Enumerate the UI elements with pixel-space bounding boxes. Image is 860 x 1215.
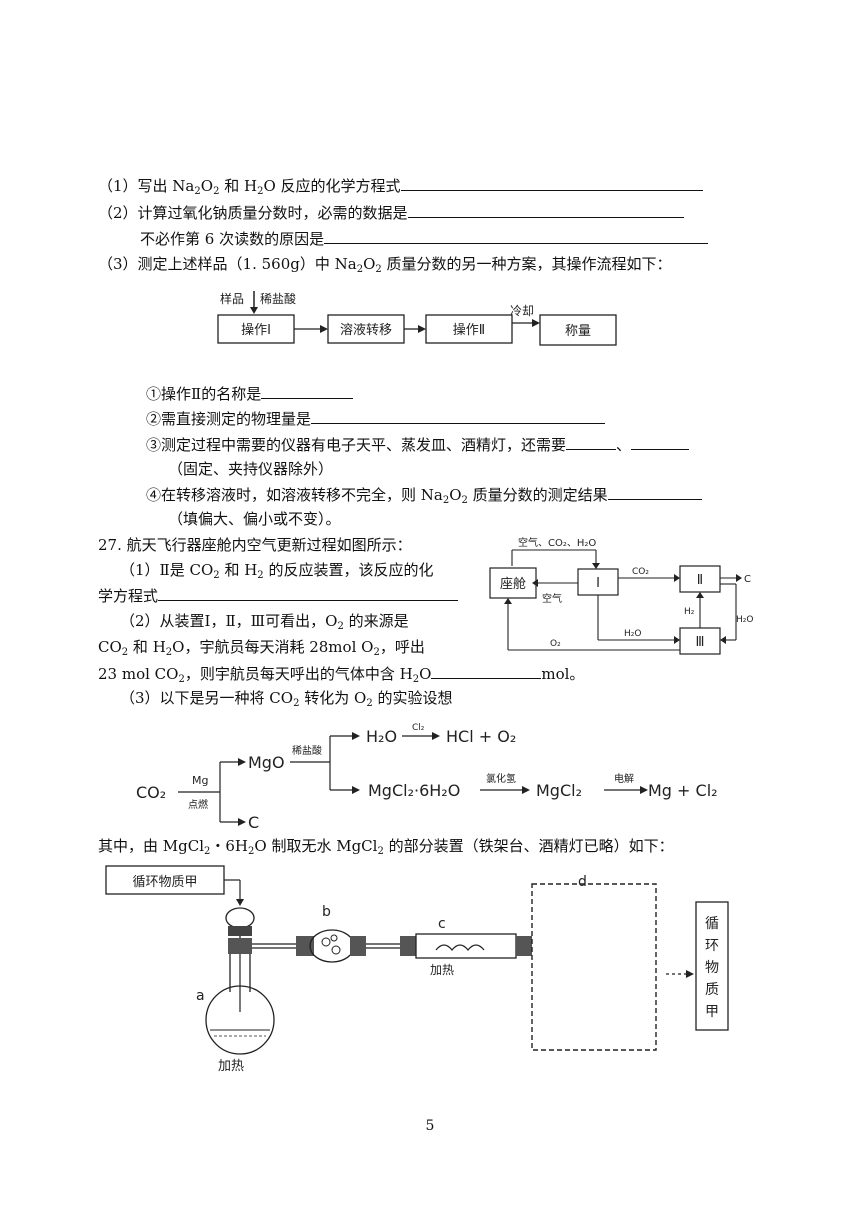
cycle-box-vertical bbox=[695, 901, 729, 1031]
answer-blank[interactable] bbox=[400, 175, 703, 191]
svg-text:Ⅲ: Ⅲ bbox=[696, 635, 705, 650]
flow-op1: 操作Ⅰ bbox=[241, 322, 271, 338]
answer-blank[interactable] bbox=[407, 202, 684, 218]
flow-op2: 操作Ⅱ bbox=[453, 322, 485, 338]
answer-blank[interactable] bbox=[311, 408, 606, 424]
svg-text:Cl₂: Cl₂ bbox=[412, 723, 425, 733]
page-number: 5 bbox=[425, 1118, 435, 1134]
svg-text:H₂: H₂ bbox=[684, 607, 695, 617]
flow-cool: 冷却 bbox=[510, 304, 534, 318]
flow-weigh: 称量 bbox=[565, 324, 591, 339]
answer-blank[interactable] bbox=[607, 484, 702, 500]
flow-sample: 样品 bbox=[220, 291, 244, 306]
s1-line: ①操作Ⅱ的名称是 bbox=[146, 383, 354, 404]
unit-d-box bbox=[531, 883, 657, 1051]
s4-line: ④在转移溶液时，如溶液转移不完全，则 Na2O2 质量分数的测定结果 bbox=[146, 484, 702, 506]
drying-tube-b bbox=[309, 929, 355, 963]
svg-text:甲: 甲 bbox=[705, 1004, 719, 1020]
svg-text:Mg + Cl₂: Mg + Cl₂ bbox=[648, 781, 718, 800]
svg-text:循环物质甲: 循环物质甲 bbox=[132, 875, 197, 890]
q27-p2-b: CO2 和 H2O，宇航员每天消耗 28mol O2，呼出 bbox=[98, 638, 425, 658]
funnel bbox=[225, 907, 255, 929]
svg-text:H₂O: H₂O bbox=[366, 727, 397, 746]
cabin-top-input: 空气、CO₂、H₂O bbox=[518, 536, 596, 549]
answer-blank[interactable] bbox=[324, 228, 709, 244]
svg-text:C: C bbox=[248, 813, 259, 832]
q27-p2: （2）从装置Ⅰ，Ⅱ，Ⅲ可看出，O2 的来源是 bbox=[120, 612, 409, 632]
svg-text:加热: 加热 bbox=[430, 963, 454, 977]
svg-text:空气: 空气 bbox=[542, 592, 562, 605]
svg-text:Ⅰ: Ⅰ bbox=[596, 576, 600, 591]
svg-text:b: b bbox=[322, 904, 331, 920]
svg-text:d: d bbox=[578, 874, 587, 890]
svg-text:氯化氢: 氯化氢 bbox=[486, 772, 516, 785]
flow-acid: 稀盐酸 bbox=[260, 291, 296, 306]
svg-text:H₂O: H₂O bbox=[624, 629, 641, 639]
flask-stopper bbox=[228, 938, 252, 954]
flow-box-weigh bbox=[539, 314, 617, 346]
q2-line: （2）计算过氧化钠质量分数时，必需的数据是 bbox=[98, 202, 684, 223]
svg-text:质: 质 bbox=[705, 982, 719, 998]
cabin-label: 座舱 bbox=[500, 577, 526, 592]
s4-note: （填偏大、偏小或不变）。 bbox=[168, 510, 341, 528]
svg-text:Mg: Mg bbox=[192, 774, 208, 787]
heating-tube-c bbox=[415, 933, 517, 959]
q3-line: （3）测定上述样品（1. 560g）中 Na2O2 质量分数的另一种方案，其操作… bbox=[98, 255, 672, 275]
svg-text:c: c bbox=[438, 916, 446, 932]
q27-p1-eq: 学方程式 bbox=[98, 585, 459, 606]
answer-blank[interactable] bbox=[261, 383, 354, 399]
svg-text:H₂O: H₂O bbox=[736, 615, 753, 625]
svg-text:Ⅱ: Ⅱ bbox=[697, 573, 703, 588]
answer-blank[interactable] bbox=[431, 663, 542, 679]
svg-text:加热: 加热 bbox=[218, 1059, 244, 1074]
svg-text:MgCl₂·6H₂O: MgCl₂·6H₂O bbox=[368, 781, 460, 800]
q27-title: 27. 航天飞行器座舱内空气更新过程如图所示： bbox=[98, 536, 412, 554]
svg-text:物: 物 bbox=[705, 960, 719, 976]
cabin-air-diagram: 空气、CO₂、H₂O 座舱 Ⅰ 空气 CO₂ Ⅱ C Ⅲ H₂ H₂O H₂O … bbox=[489, 536, 753, 655]
operation-flow-diagram: 样品 稀盐酸 操作Ⅰ 溶液转移 操作Ⅱ 冷却 称量 bbox=[217, 291, 617, 346]
flow-box-op2 bbox=[425, 314, 513, 344]
q1-line: （1）写出 Na2O2 和 H2O 反应的化学方程式 bbox=[98, 175, 703, 197]
svg-text:点燃: 点燃 bbox=[188, 798, 208, 811]
svg-text:电解: 电解 bbox=[614, 772, 634, 785]
s3-line: ③测定过程中需要的仪器有电子天平、蒸发皿、酒精灯，还需要、 bbox=[146, 434, 690, 455]
q2-reason-line: 不必作第 6 次读数的原因是 bbox=[140, 228, 709, 249]
svg-text:MgCl₂: MgCl₂ bbox=[536, 781, 582, 800]
svg-text:HCl + O₂: HCl + O₂ bbox=[446, 727, 516, 746]
answer-blank[interactable] bbox=[566, 434, 617, 450]
svg-text:C: C bbox=[744, 574, 751, 585]
svg-text:O₂: O₂ bbox=[550, 639, 561, 649]
s3-note: （固定、夹持仪器除外） bbox=[168, 460, 334, 478]
svg-text:循: 循 bbox=[705, 916, 719, 932]
svg-text:a: a bbox=[196, 988, 205, 1004]
svg-text:CO₂: CO₂ bbox=[136, 783, 166, 802]
apparatus-diagram: 循环物质甲 a 加热 b c 加热 d 循 环 物 质 甲 bbox=[105, 865, 729, 1074]
stopcock bbox=[228, 926, 252, 936]
q27-p4: 其中，由 MgCl2・6H2O 制取无水 MgCl2 的部分装置（铁架台、酒精灯… bbox=[98, 837, 674, 857]
svg-text:稀盐酸: 稀盐酸 bbox=[292, 744, 322, 757]
answer-blank[interactable] bbox=[158, 585, 459, 601]
svg-text:MgO: MgO bbox=[248, 753, 285, 772]
co2-conversion-scheme: CO₂ Mg 点燃 MgO C 稀盐酸 H₂O Cl₂ HCl + O₂ MgC… bbox=[136, 723, 718, 832]
flow-transfer: 溶液转移 bbox=[340, 323, 392, 338]
svg-text:CO₂: CO₂ bbox=[632, 567, 649, 577]
q27-p3: （3）以下是另一种将 CO2 转化为 O2 的实验设想 bbox=[120, 689, 453, 709]
q27-p1: （1）Ⅱ是 CO2 和 H2 的反应装置，该反应的化 bbox=[120, 561, 434, 581]
svg-text:环: 环 bbox=[705, 938, 719, 954]
s2-line: ②需直接测定的物理量是 bbox=[146, 408, 606, 429]
answer-blank[interactable] bbox=[631, 434, 690, 450]
